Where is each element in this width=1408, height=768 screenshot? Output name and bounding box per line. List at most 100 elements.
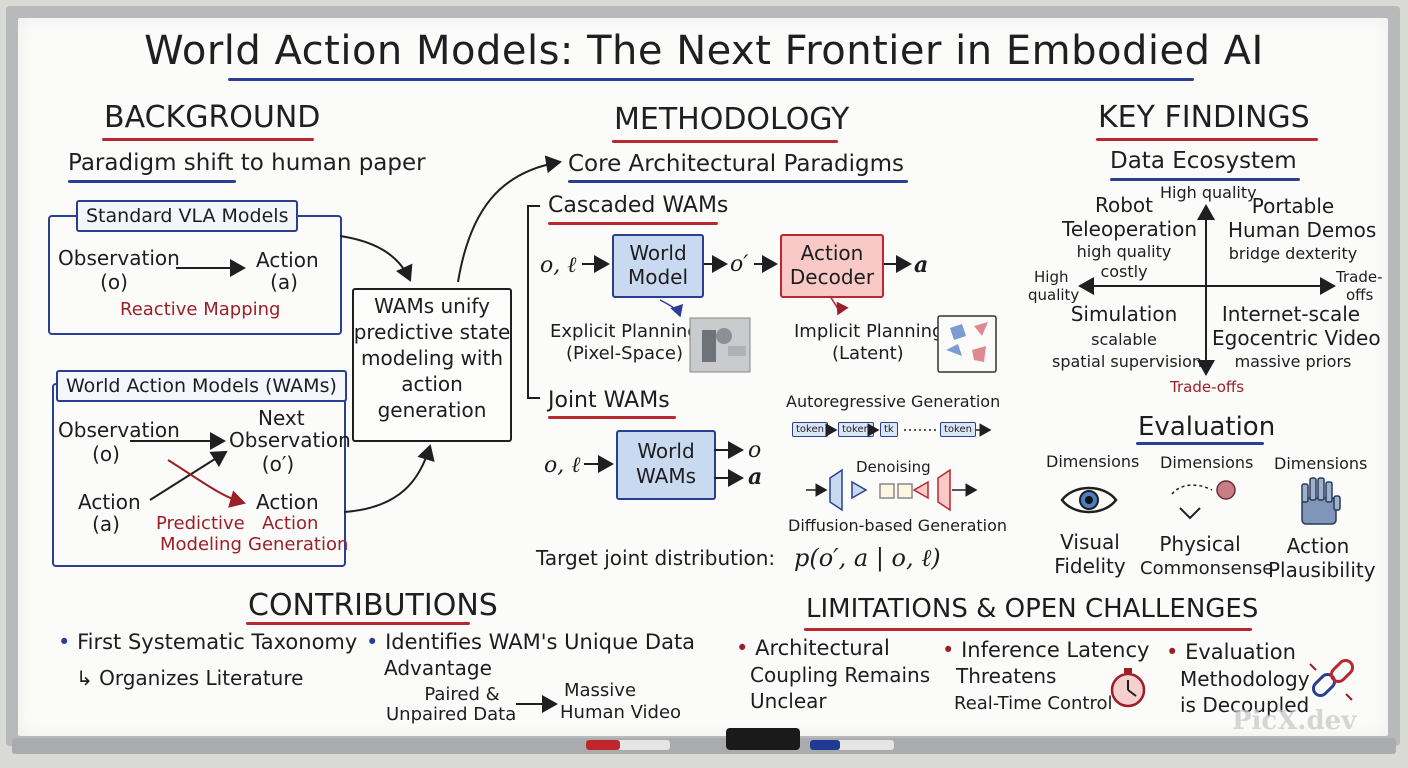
explicit-planning: Explicit Planning	[550, 321, 699, 342]
unify-box	[352, 288, 512, 442]
wam-arrow-act	[149, 450, 228, 501]
contributions-underline	[246, 622, 470, 625]
dim-3-l1: Action	[1286, 534, 1350, 558]
limitations-heading: LIMITATIONS & OPEN CHALLENGES	[806, 594, 1259, 624]
massive-2: Human Video	[560, 702, 682, 723]
wam-modeling: Modeling	[160, 534, 242, 555]
diffusion-label: Diffusion-based Generation	[788, 516, 1008, 535]
wam-predictive: Predictive	[156, 513, 245, 534]
axis-top: High quality	[1160, 183, 1257, 202]
token-1: token	[792, 422, 828, 437]
blue-marker-cap	[810, 740, 840, 750]
data-ecosystem: Data Ecosystem	[1110, 148, 1297, 174]
vla-reactive-mapping: Reactive Mapping	[120, 299, 281, 320]
joint-out-a: a	[748, 464, 763, 490]
contributions-heading: CONTRIBUTIONS	[248, 588, 498, 623]
paired-1: Paired &	[424, 684, 500, 705]
q3-line2: scalable	[1091, 330, 1157, 349]
wam-next: Next	[258, 406, 305, 430]
wam-gen-generation: Generation	[248, 534, 349, 555]
contrib-b1-text: First Systematic Taxonomy	[77, 630, 358, 654]
methodology-heading: METHODOLOGY	[614, 102, 850, 137]
methodology-sub-underline	[568, 180, 908, 183]
denoising-label: Denoising	[856, 458, 931, 476]
eye-icon	[1060, 486, 1118, 514]
contrib-bullet-1: • First Systematic Taxonomy	[58, 630, 358, 654]
lim-1-line3: Unclear	[750, 689, 827, 713]
cascaded-mid: o′	[730, 252, 749, 277]
action-decoder-box	[780, 234, 884, 298]
action-decoder-line2: Decoder	[789, 265, 875, 289]
q4-line3: massive priors	[1234, 352, 1352, 371]
blue-marker	[810, 740, 894, 750]
target-label: Target joint distribution:	[536, 546, 776, 570]
axis-right-1: Trade-	[1336, 268, 1383, 286]
diffusion-shapes	[829, 468, 951, 512]
q4-title2: Egocentric Video	[1212, 326, 1381, 350]
lim-1-line1: • Architectural	[736, 636, 890, 660]
unify-line-1: WAMs unify	[374, 294, 490, 318]
background-underline	[102, 138, 314, 141]
wam-to-unify	[343, 444, 435, 513]
dim-3-top: Dimensions	[1274, 454, 1368, 473]
marker-tray	[12, 738, 1396, 754]
unify-line-3: modeling with	[361, 346, 503, 370]
massive-1: Massive	[563, 680, 637, 701]
cascaded-underline	[548, 222, 718, 225]
axis-left-1: High	[1034, 268, 1069, 286]
joint-underline	[548, 416, 676, 419]
eco-underline	[1110, 178, 1300, 181]
joint-label: Joint WAMs	[548, 388, 670, 413]
unify-to-methodology	[457, 155, 562, 283]
latent-shapes-icon	[937, 315, 997, 373]
lim-3-line1: • Evaluation	[1166, 640, 1296, 664]
vla-observation-symbol: (o)	[100, 270, 128, 294]
q4-title: Internet-scale	[1221, 302, 1361, 326]
method-bracket	[527, 205, 540, 399]
lim-2-line3: Real-Time Control	[954, 693, 1113, 714]
implicit-planning: Implicit Planning	[794, 321, 944, 342]
wam-gen-action: Action	[262, 513, 319, 534]
wam-action-symbol: (a)	[92, 512, 120, 536]
dim-3-l2: Plausibility	[1268, 558, 1376, 582]
autoregressive-label: Autoregressive Generation	[786, 392, 1001, 411]
token-4: token	[940, 422, 976, 437]
vla-action-symbol: (a)	[270, 270, 298, 294]
eraser	[726, 728, 800, 750]
vla-to-unify	[339, 235, 413, 282]
board-title: World Action Models: The Next Frontier i…	[144, 28, 1264, 74]
lim-1-text1: Architectural	[755, 636, 890, 660]
wam-action: Action	[78, 490, 141, 514]
explicit-planning-sub: (Pixel-Space)	[566, 343, 684, 364]
physics-ball-icon	[1171, 480, 1236, 520]
evaluation-underline	[1136, 442, 1264, 445]
wam-output-action: Action	[256, 490, 319, 514]
red-marker-cap	[586, 740, 620, 750]
q1-line3: high quality	[1076, 242, 1172, 261]
lim-3-line2: Methodology	[1180, 667, 1310, 691]
cascaded-out: a	[914, 252, 929, 278]
vla-action: Action	[256, 248, 319, 272]
joint-box-line2: WAMs	[635, 464, 697, 488]
world-model-line1: World	[629, 241, 687, 265]
lim-2-line2: Threatens	[956, 664, 1057, 688]
findings-heading: KEY FINDINGS	[1098, 100, 1310, 135]
lim-2-text1: Inference Latency	[961, 638, 1150, 662]
q2-title: Portable	[1251, 194, 1335, 218]
target-formula: p(o′, a | o, ℓ)	[794, 544, 941, 572]
dim-2-l2: Commonsense	[1140, 558, 1274, 579]
lim-3-text1: Evaluation	[1185, 640, 1296, 664]
background-subheading: Paradigm shift to human paper	[68, 150, 426, 176]
unify-line-2: predictive state	[353, 320, 511, 344]
contrib-bullet-2: • Identifies WAM's Unique Data	[366, 630, 696, 654]
broken-link-icon	[1309, 658, 1355, 701]
red-marker	[586, 740, 670, 750]
dim-1-top: Dimensions	[1046, 452, 1140, 471]
lim-2-line1: • Inference Latency	[942, 638, 1150, 662]
robot-photo-icon	[689, 317, 751, 373]
wam-observation: Observation	[58, 418, 180, 442]
world-model-box	[612, 234, 704, 298]
title-underline	[228, 78, 1194, 81]
